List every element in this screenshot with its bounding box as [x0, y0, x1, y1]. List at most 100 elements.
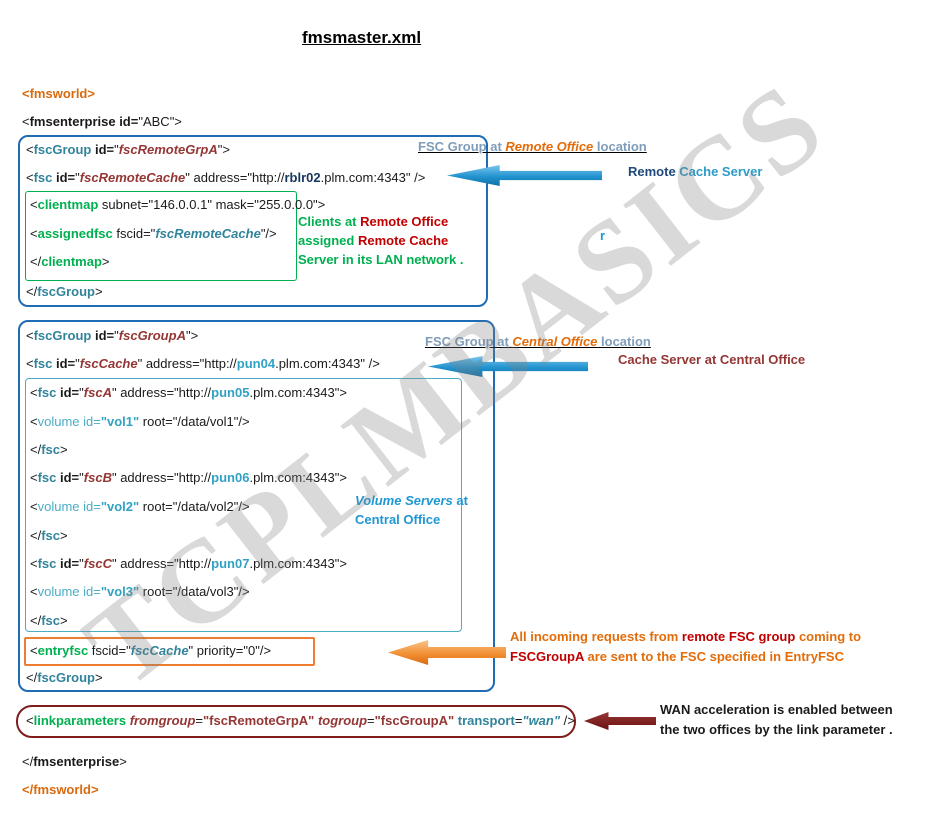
- text-segment: id=: [52, 356, 76, 371]
- text-segment: WAN acceleration is enabled between: [660, 702, 893, 717]
- text-segment: id=: [91, 142, 115, 157]
- text-segment: location: [597, 334, 651, 349]
- clients-note-line-2: assigned Remote Cache: [298, 233, 448, 249]
- xml-fsc-b-open: <fsc id="fscB" address="http://pun06.plm…: [30, 470, 347, 486]
- xml-fsc-c-close: </fsc>: [30, 613, 68, 629]
- text-segment: <: [26, 328, 34, 343]
- xml-entryfsc: <entryfsc fscid="fscCache" priority="0"/…: [30, 643, 271, 659]
- clientmap-box: [25, 191, 297, 281]
- remote-fscgroup-box: [18, 135, 488, 307]
- text-segment: " address="http://: [111, 556, 212, 571]
- text-segment: ">: [217, 142, 230, 157]
- text-segment: Cache Server: [679, 164, 763, 179]
- text-segment: "fscGroupA": [374, 713, 455, 728]
- text-segment: Clients at: [298, 214, 361, 229]
- text-segment: pun04: [236, 356, 276, 371]
- entryfsc-note-line-1: All incoming requests from remote FSC gr…: [510, 629, 861, 645]
- text-segment: volume id=: [37, 414, 101, 429]
- xml-volume-2: <volume id="vol2" root="/data/vol2"/>: [30, 499, 250, 515]
- text-segment: <: [26, 170, 34, 185]
- text-segment: " address="http://: [185, 170, 285, 185]
- text-segment: .plm.com:4343">: [249, 470, 347, 485]
- remote-office-group-label: FSC Group at Remote Office location: [418, 139, 647, 155]
- text-segment: .plm.com:4343" />: [320, 170, 426, 185]
- central-fscgroup-box: [18, 320, 495, 692]
- text-segment: </: [30, 613, 42, 628]
- text-segment: fscGroup: [37, 284, 96, 299]
- text-segment: assignedfsc: [37, 226, 113, 241]
- xml-fsc-cache: <fsc id="fscCache" address="http://pun04…: [26, 356, 380, 372]
- text-segment: pun05: [211, 385, 250, 400]
- linkparameters-box: [16, 705, 576, 738]
- text-segment: ": [79, 470, 84, 485]
- page-title: fmsmaster.xml: [302, 28, 422, 47]
- text-segment: fsc: [41, 528, 61, 543]
- text-segment: <: [30, 643, 38, 658]
- text-segment: fsc: [33, 170, 53, 185]
- text-segment: id=: [91, 328, 115, 343]
- xml-central-fscgroup-open: <fscGroup id="fscGroupA">: [26, 328, 198, 344]
- text-segment: subnet="146.0.0.1" mask="255.0.0.0">: [98, 197, 326, 212]
- text-segment: fmsenterprise: [29, 114, 116, 129]
- text-segment: All incoming requests from: [510, 629, 682, 644]
- text-segment: fscRemoteGrpA: [118, 142, 218, 157]
- xml-central-fscgroup-close: </fscGroup>: [26, 670, 103, 686]
- xml-volume-1: <volume id="vol1" root="/data/vol1"/>: [30, 414, 250, 430]
- xml-fsc-a-close: </fsc>: [30, 442, 68, 458]
- text-segment: fscid=": [88, 643, 131, 658]
- text-segment: fsc: [37, 556, 57, 571]
- wan-note-line-1: WAN acceleration is enabled between: [660, 702, 893, 718]
- xml-fsc-c-open: <fsc id="fscC" address="http://pun07.plm…: [30, 556, 347, 572]
- text-segment: <fmsworld>: [22, 86, 95, 101]
- text-segment: fromgroup: [129, 713, 196, 728]
- text-segment: " address="http://: [111, 470, 212, 485]
- text-segment: fsc: [41, 613, 61, 628]
- xml-fmsworld-close: </fmsworld>: [22, 782, 99, 798]
- text-segment: " address="http://: [137, 356, 237, 371]
- volume-servers-label-line-1: Volume Servers at: [355, 493, 468, 509]
- xml-linkparameters: <linkparameters fromgroup="fscRemoteGrpA…: [26, 713, 575, 729]
- text-segment: Remote Office: [360, 214, 449, 229]
- central-office-group-label: FSC Group at Central Office location: [425, 334, 651, 350]
- xml-volume-3: <volume id="vol3" root="/data/vol3"/>: [30, 584, 250, 600]
- text-segment: coming to: [798, 629, 862, 644]
- text-segment: Remote: [628, 164, 680, 179]
- text-segment: </: [30, 528, 42, 543]
- text-segment: >: [60, 442, 68, 457]
- text-segment: <: [30, 556, 38, 571]
- stray-letter: r: [600, 228, 605, 244]
- text-segment: transport: [457, 713, 515, 728]
- text-segment: Remote Cache: [357, 233, 449, 248]
- text-segment: fmsenterprise: [33, 754, 120, 769]
- text-segment: id=: [52, 170, 76, 185]
- text-segment: Volume Servers: [355, 493, 453, 508]
- text-segment: =: [195, 713, 204, 728]
- text-segment: fscRemoteCache: [155, 226, 261, 241]
- text-segment: FSC Group at: [425, 334, 513, 349]
- text-segment: >: [95, 670, 103, 685]
- text-segment: fscid=": [112, 226, 156, 241]
- text-segment: " priority="0"/>: [188, 643, 272, 658]
- text-segment: FSC Group at: [418, 139, 506, 154]
- wan-link-arrow-icon: [584, 712, 656, 730]
- volume-servers-box: [25, 378, 462, 632]
- xml-fmsworld-open: <fmsworld>: [22, 86, 95, 102]
- text-segment: </: [26, 670, 38, 685]
- text-segment: .plm.com:4343">: [249, 385, 347, 400]
- xml-fmsenterprise-open: <fmsenterprise id="ABC">: [22, 114, 182, 130]
- text-segment: >: [60, 528, 68, 543]
- text-segment: <: [30, 414, 38, 429]
- text-segment: id=: [115, 114, 139, 129]
- text-segment: rblr02: [284, 170, 321, 185]
- text-segment: " address="http://: [111, 385, 212, 400]
- text-segment: remote FSC group: [681, 629, 799, 644]
- text-segment: "fscRemoteGrpA": [203, 713, 315, 728]
- xml-assignedfsc: <assignedfsc fscid="fscRemoteCache"/>: [30, 226, 277, 242]
- text-segment: "/>: [260, 226, 277, 241]
- xml-fmsenterprise-close: </fmsenterprise>: [22, 754, 127, 770]
- text-segment: ": [75, 356, 80, 371]
- text-segment: togroup: [317, 713, 368, 728]
- text-segment: the two offices by the link parameter .: [660, 722, 893, 737]
- text-segment: </: [30, 254, 42, 269]
